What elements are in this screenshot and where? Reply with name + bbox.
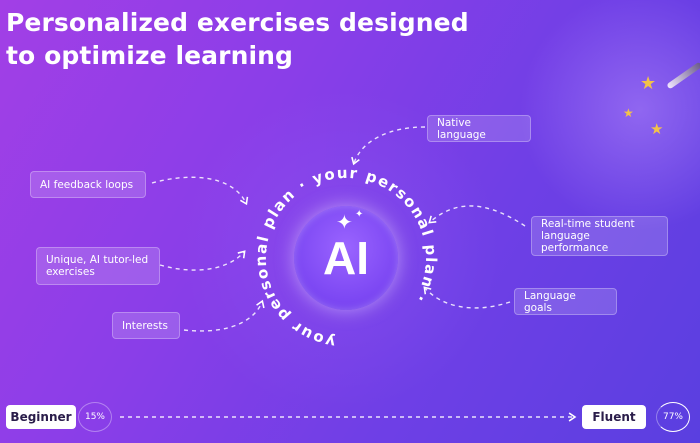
input-ai-feedback-loops: AI feedback loops [30,171,146,198]
input-unique-exercises: Unique, AI tutor-led exercises [36,247,160,285]
connector-native [351,126,426,166]
star-icon: ★ [640,73,657,94]
fluent-percent-ring: 77% [656,402,690,432]
input-label: AI feedback loops [40,178,134,191]
input-label: Real-time student language performance [541,218,635,254]
fluent-badge: Fluent [582,405,646,429]
sparkle-icon: ✦ [336,210,353,234]
star-icon: ★ [650,120,664,138]
beginner-badge: Beginner [6,405,76,429]
input-label: Interests [122,319,168,332]
ai-label: AI [323,232,369,284]
input-realtime-performance: Real-time student language performance [531,216,668,256]
input-label: Unique, AI tutor-led exercises [46,254,149,278]
input-label: Language goals [524,289,576,314]
connector-interests [183,299,265,332]
ai-core: ✦ ✦ AI [294,206,398,310]
star-icon: ★ [623,106,634,120]
connector-goals [423,286,511,309]
input-interests: Interests [112,312,180,339]
input-language-goals: Language goals [514,288,617,315]
input-native-language: Native language [427,115,531,142]
page-title: Personalized exercises designed to optim… [6,8,469,70]
connector-unique [159,250,246,271]
beginner-percent-ring: 15% [78,402,112,432]
connector-feedback [151,176,249,206]
input-label: Native language [437,116,486,141]
sparkle-icon: ✦ [355,209,364,220]
connector-realtime [428,205,526,227]
